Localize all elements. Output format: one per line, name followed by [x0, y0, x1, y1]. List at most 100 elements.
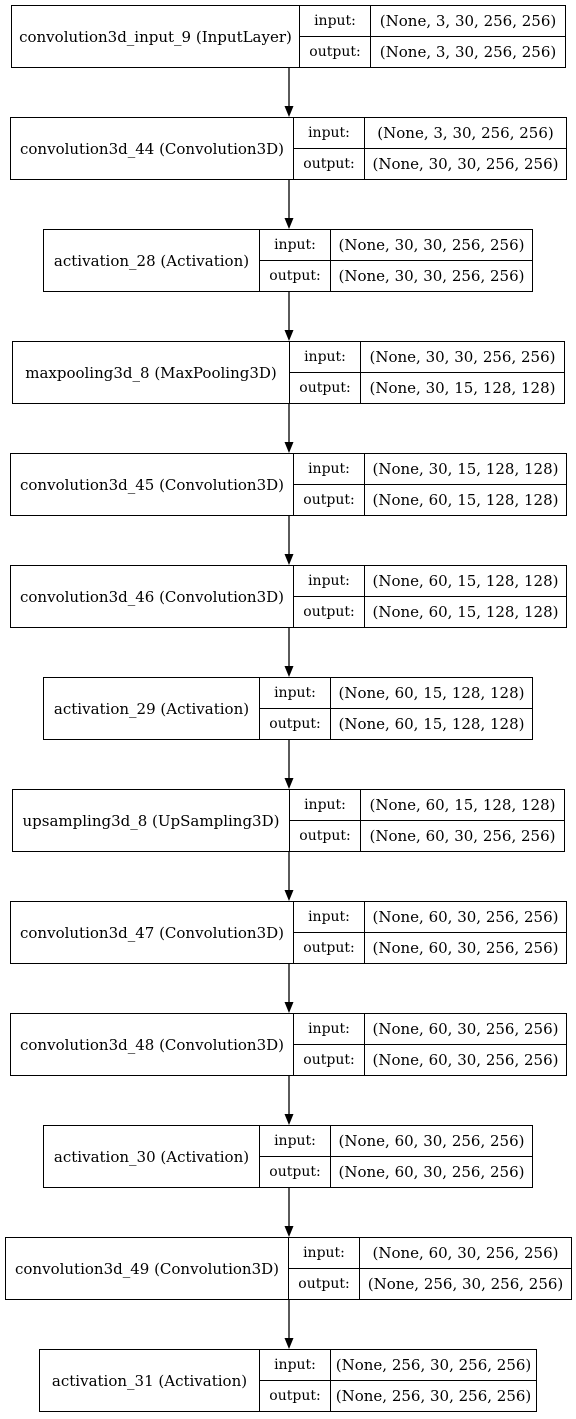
output-label: output:	[290, 372, 361, 403]
input-row: input: (None, 30, 30, 256, 256)	[260, 230, 532, 261]
layer-name: activation_28 (Activation)	[44, 230, 260, 291]
layer-name: maxpooling3d_8 (MaxPooling3D)	[13, 342, 290, 403]
output-shape: (None, 30, 30, 256, 256)	[372, 154, 559, 173]
output-row: output:(None, 60, 30, 256, 256)	[260, 1156, 532, 1187]
input-label: input:	[290, 790, 361, 820]
output-row: output:(None, 256, 30, 256, 256)	[260, 1380, 536, 1411]
layer-name: convolution3d_45 (Convolution3D)	[11, 454, 294, 515]
input-shape: (None, 60, 15, 128, 128)	[369, 795, 556, 814]
output-shape: (None, 3, 30, 256, 256)	[379, 42, 557, 61]
input-shape: (None, 60, 15, 128, 128)	[372, 571, 559, 590]
arrowhead-icon	[284, 1114, 294, 1125]
input-label: input:	[300, 6, 371, 36]
input-shape: (None, 60, 15, 128, 128)	[338, 683, 525, 702]
input-shape: (None, 3, 30, 256, 256)	[377, 123, 554, 142]
arrowhead-icon	[284, 1338, 294, 1349]
input-shape: (None, 30, 15, 128, 128)	[372, 459, 559, 478]
output-shape: (None, 60, 15, 128, 128)	[338, 714, 525, 733]
output-label: output:	[260, 708, 331, 739]
output-label: output:	[294, 932, 365, 963]
input-shape: (None, 60, 30, 256, 256)	[338, 1131, 525, 1150]
layer-name: convolution3d_46 (Convolution3D)	[11, 566, 294, 627]
arrowhead-icon	[284, 106, 294, 117]
input-label: input:	[289, 1238, 360, 1268]
output-shape: (None, 30, 30, 256, 256)	[338, 266, 525, 285]
input-row: input:(None, 60, 30, 256, 256)	[294, 1014, 566, 1045]
output-shape: (None, 256, 30, 256, 256)	[367, 1274, 564, 1293]
output-label: output:	[260, 1380, 331, 1411]
output-shape: (None, 60, 15, 128, 128)	[372, 490, 559, 509]
layer-node: convolution3d_49 (Convolution3D)input: (N…	[5, 1237, 572, 1300]
arrowhead-icon	[284, 218, 294, 229]
input-shape: (None, 60, 30, 256, 256)	[372, 1019, 559, 1038]
arrowhead-icon	[284, 1002, 294, 1013]
input-label: input:	[260, 1126, 331, 1156]
output-label: output:	[294, 148, 365, 179]
arrowhead-icon	[284, 554, 294, 565]
output-row: output:(None, 60, 15, 128, 128)	[294, 596, 566, 627]
input-shape: (None, 3, 30, 256, 256)	[379, 11, 557, 30]
input-row: input: (None, 60, 15, 128, 128)	[294, 566, 566, 597]
layer-node: convolution3d_48 (Convolution3D)input:(N…	[10, 1013, 567, 1076]
layer-name: activation_30 (Activation)	[44, 1126, 260, 1187]
output-row: output: (None, 3, 30, 256, 256)	[300, 36, 565, 67]
layer-node: convolution3d_47 (Convolution3D)input:(N…	[10, 901, 567, 964]
output-label: output:	[294, 484, 365, 515]
output-label: output:	[290, 820, 361, 851]
input-label: input:	[294, 454, 365, 484]
output-label: output:	[260, 260, 331, 291]
input-row: input: (None, 60, 30, 256, 256)	[289, 1238, 571, 1269]
output-row: output: (None, 30, 30, 256, 256)	[294, 148, 566, 179]
output-shape: (None, 256, 30, 256, 256)	[335, 1386, 532, 1405]
input-label: input:	[294, 118, 365, 148]
arrowhead-icon	[284, 442, 294, 453]
input-row: input: (None, 3, 30, 256, 256)	[300, 6, 565, 37]
output-shape: (None, 60, 30, 256, 256)	[369, 826, 556, 845]
output-label: output:	[289, 1268, 360, 1299]
arrowhead-icon	[284, 666, 294, 677]
layer-name: convolution3d_44 (Convolution3D)	[11, 118, 294, 179]
output-shape: (None, 30, 15, 128, 128)	[369, 378, 556, 397]
input-label: input:	[294, 902, 365, 932]
input-row: input: (None, 60, 30, 256, 256)	[294, 902, 566, 933]
layer-node: activation_30 (Activation)input: (None, 6…	[43, 1125, 533, 1188]
output-label: output:	[294, 1044, 365, 1075]
input-label: input:	[294, 566, 365, 596]
input-row: input: (None, 60, 15, 128, 128)	[290, 790, 564, 821]
input-row: input: (None, 30, 15, 128, 128)	[294, 454, 566, 485]
layer-node: activation_28 (Activation)input: (None, 3…	[43, 229, 533, 292]
input-shape: (None, 60, 30, 256, 256)	[372, 907, 559, 926]
input-row: input: (None, 3, 30, 256, 256)	[294, 118, 566, 149]
layer-node: upsampling3d_8 (UpSampling3D)input: (None…	[12, 789, 565, 852]
output-shape: (None, 60, 30, 256, 256)	[372, 938, 559, 957]
layer-node: convolution3d_input_9 (InputLayer)input:…	[11, 5, 566, 68]
output-shape: (None, 60, 30, 256, 256)	[338, 1162, 525, 1181]
input-shape: (None, 30, 30, 256, 256)	[338, 235, 525, 254]
layer-node: convolution3d_44 (Convolution3D)input: (N…	[10, 117, 567, 180]
output-label: output:	[300, 36, 371, 67]
layer-name: activation_29 (Activation)	[44, 678, 260, 739]
input-row: input:(None, 30, 30, 256, 256)	[290, 342, 564, 373]
arrowhead-icon	[284, 890, 294, 901]
output-row: output: (None, 30, 15, 128, 128)	[290, 372, 564, 403]
layer-name: convolution3d_input_9 (InputLayer)	[12, 6, 300, 67]
input-label: input:	[260, 230, 331, 260]
output-row: output: (None, 60, 15, 128, 128)	[260, 708, 532, 739]
output-shape: (None, 60, 15, 128, 128)	[372, 602, 559, 621]
layer-node: maxpooling3d_8 (MaxPooling3D)input:(None…	[12, 341, 565, 404]
output-row: output: (None, 60, 30, 256, 256)	[294, 1044, 566, 1075]
layer-name: convolution3d_48 (Convolution3D)	[11, 1014, 294, 1075]
input-row: input:(None, 60, 15, 128, 128)	[260, 678, 532, 709]
layer-name: convolution3d_49 (Convolution3D)	[6, 1238, 289, 1299]
output-shape: (None, 60, 30, 256, 256)	[372, 1050, 559, 1069]
input-row: input:(None, 256, 30, 256, 256)	[260, 1350, 536, 1381]
arrowhead-icon	[284, 778, 294, 789]
arrowhead-icon	[284, 1226, 294, 1237]
layer-node: activation_29 (Activation)input:(None, 6…	[43, 677, 533, 740]
input-shape: (None, 60, 30, 256, 256)	[372, 1243, 559, 1262]
layer-node: convolution3d_46 (Convolution3D)input: (N…	[10, 565, 567, 628]
layer-name: upsampling3d_8 (UpSampling3D)	[13, 790, 290, 851]
input-shape: (None, 30, 30, 256, 256)	[369, 347, 556, 366]
